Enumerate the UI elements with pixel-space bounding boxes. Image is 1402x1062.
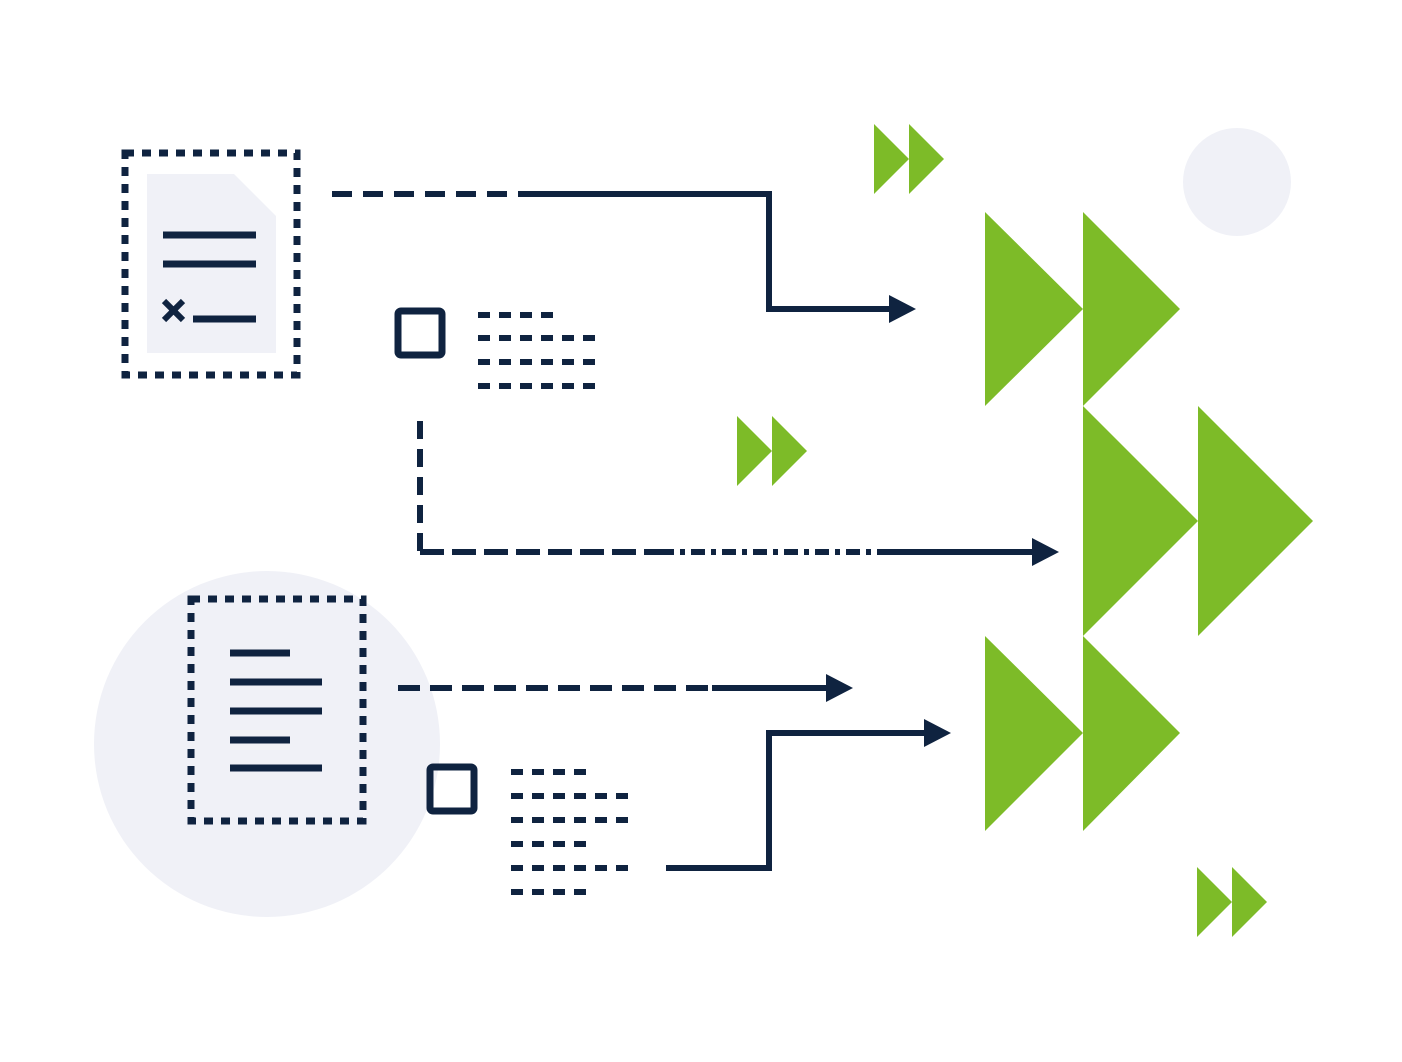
checklist-item-upper (394, 307, 598, 389)
background-circle-small (1183, 128, 1291, 236)
fast-forward-icon-small-top (874, 124, 944, 194)
arrow-right-icon (826, 674, 853, 702)
checklist-item-lower (426, 763, 630, 895)
connector-arrow-2 (417, 421, 1038, 555)
placeholder-text (511, 769, 630, 895)
document-with-x-icon (121, 149, 301, 379)
x-mark-icon (161, 298, 186, 323)
placeholder-text (478, 312, 598, 389)
arrow-right-icon (889, 295, 916, 323)
checkbox-icon (426, 763, 478, 815)
document-selection-frame (121, 149, 301, 379)
checkbox-icon (394, 307, 446, 359)
arrow-right-icon (1032, 538, 1059, 566)
document-icon (187, 595, 367, 825)
document-selection-frame (187, 595, 367, 825)
fast-forward-icon-small-middle (737, 416, 807, 486)
connector-arrow-1 (332, 191, 895, 312)
fast-forward-icon-middle (1083, 406, 1313, 636)
connector-arrow-4 (666, 730, 930, 871)
fast-forward-icon-small-bottom (1197, 867, 1267, 937)
arrow-right-icon (924, 719, 951, 747)
fast-forward-icon-bottom (985, 636, 1180, 831)
fast-forward-icon-top (985, 212, 1180, 406)
